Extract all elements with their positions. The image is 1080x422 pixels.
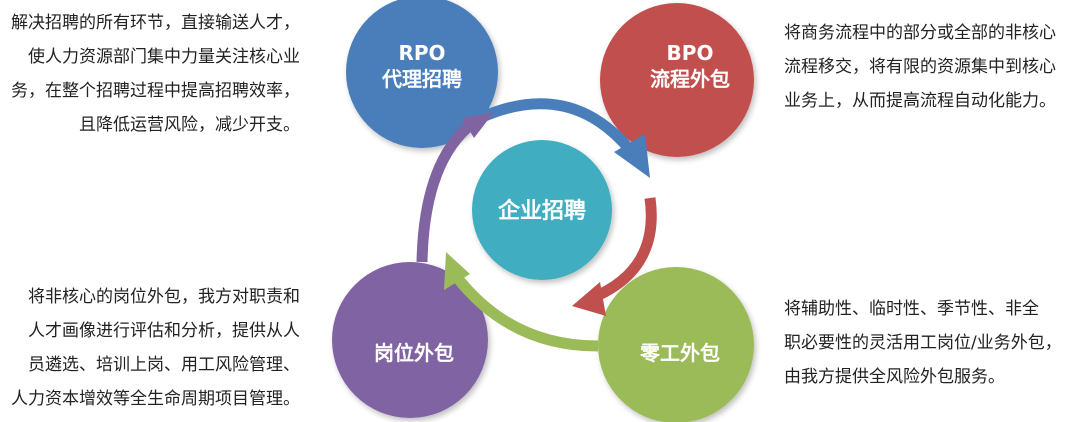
gig-label: 零工外包	[639, 341, 720, 365]
center-circle	[472, 140, 612, 280]
gig-desc-line: 职必要性的灵活用工岗位/业务外包，	[784, 333, 1062, 353]
bpo-subtitle: 流程外包	[650, 67, 730, 91]
bpo-title: BPO	[667, 41, 714, 65]
arrow-bpo-to-gig	[589, 197, 657, 304]
bpo-desc-line: 流程移交，将有限的资源集中到核心	[784, 57, 1056, 77]
post-label: 岗位外包	[374, 341, 454, 365]
gig-description: 将辅助性、临时性、季节性、非全 职必要性的灵活用工岗位/业务外包， 由我方提供全…	[784, 292, 1062, 394]
arrow-gig-to-post	[451, 272, 599, 352]
post-desc-line: 人才画像进行评估和分析，提供从人	[28, 321, 300, 341]
rpo-desc-line: 使人力资源部门集中力量关注核心业	[28, 47, 300, 67]
rpo-subtitle: 代理招聘	[381, 67, 462, 91]
arrow-post-to-rpo-head	[462, 112, 494, 138]
bpo-desc-line: 将商务流程中的部分或全部的非核心	[784, 23, 1056, 43]
post-desc-line: 将非核心的岗位外包，我方对职责和	[28, 287, 300, 307]
post-circle	[332, 262, 488, 418]
arrow-rpo-to-bpo-head	[614, 134, 650, 178]
rpo-description: 解决招聘的所有环节，直接输送人才， 使人力资源部门集中力量关注核心业 务，在整个…	[11, 6, 300, 142]
bpo-circle	[600, 3, 754, 157]
rpo-circle	[346, 0, 498, 148]
gig-desc-line: 将辅助性、临时性、季节性、非全	[784, 299, 1039, 319]
gig-circle	[598, 267, 754, 422]
center-label: 企业招聘	[497, 198, 586, 224]
bpo-description: 将商务流程中的部分或全部的非核心 流程移交，将有限的资源集中到核心 业务上，从而…	[784, 16, 1056, 118]
post-desc-line: 员遴选、培训上岗、用工风险管理、	[28, 355, 300, 375]
post-description: 将非核心的岗位外包，我方对职责和 人才画像进行评估和分析，提供从人 员遴选、培训…	[11, 280, 300, 416]
arrow-rpo-to-bpo	[477, 98, 635, 154]
arrow-bpo-to-gig-head	[572, 282, 606, 316]
post-desc-line: 人力资本增效等全生命周期项目管理。	[11, 389, 300, 409]
arrow-gig-to-post-head	[444, 252, 470, 290]
rpo-desc-line: 解决招聘的所有环节，直接输送人才，	[11, 13, 300, 33]
gig-desc-line: 由我方提供全风险外包服务。	[784, 367, 1005, 387]
bpo-desc-line: 业务上，从而提高流程自动化能力。	[784, 91, 1056, 111]
rpo-title: RPO	[398, 41, 445, 65]
rpo-desc-line: 且降低运营风险，减少开支。	[79, 115, 300, 135]
arrow-post-to-rpo	[416, 117, 478, 263]
rpo-desc-line: 务，在整个招聘过程中提高招聘效率，	[11, 81, 300, 101]
